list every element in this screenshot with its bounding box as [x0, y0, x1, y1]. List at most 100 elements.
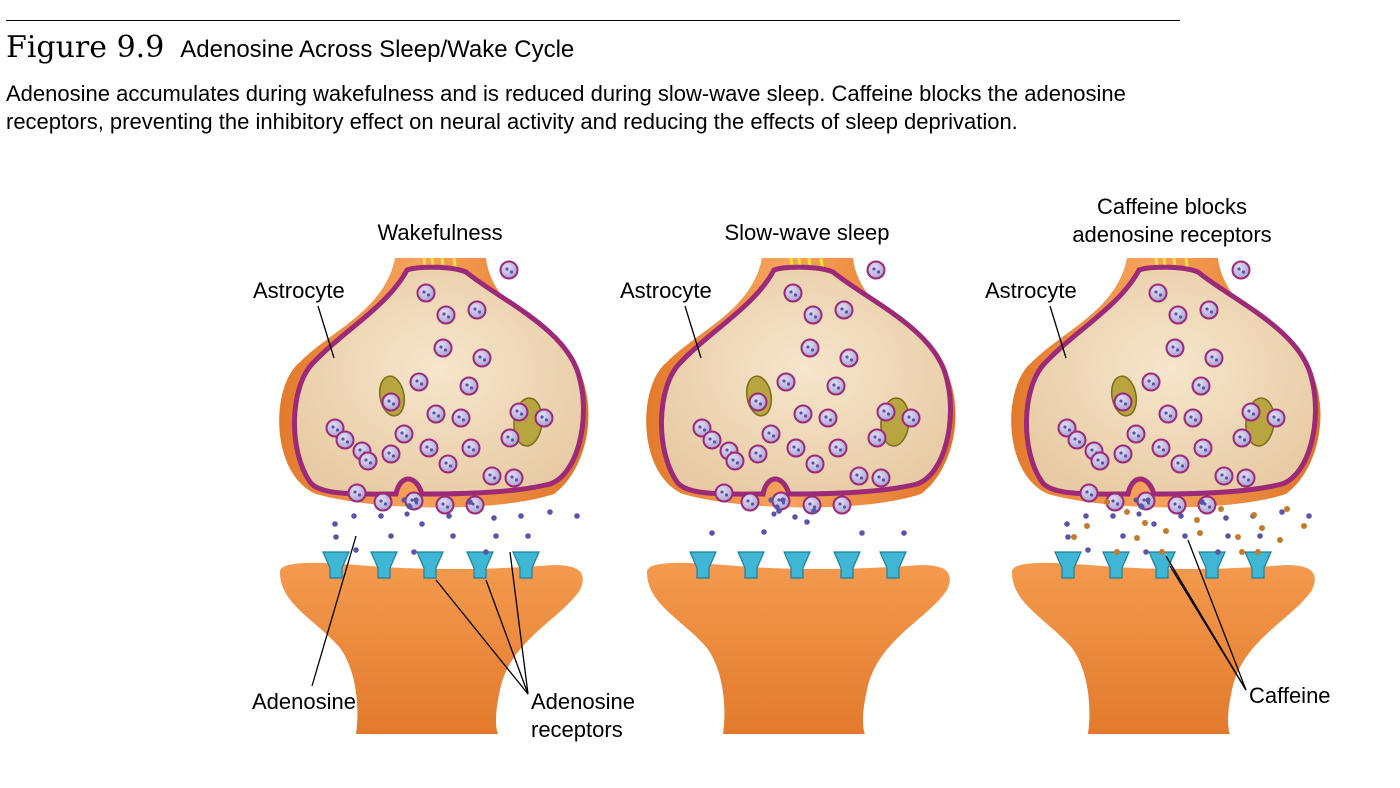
caffeine-molecule	[1114, 549, 1120, 555]
vesicle-content	[1242, 438, 1247, 442]
vesicle-content	[834, 445, 838, 449]
vesicle-content	[731, 458, 735, 462]
vesicle-content	[475, 505, 480, 509]
vesicle-content	[1115, 502, 1120, 506]
adenosine-label: Adenosine	[252, 689, 356, 714]
vesicle-content	[335, 428, 340, 432]
synaptic-vesicle	[1165, 338, 1185, 358]
synaptic-vesicle	[1158, 404, 1178, 424]
vesicle-content	[799, 411, 803, 415]
synaptic-vesicle	[504, 468, 524, 488]
caffeine-label: Caffeine	[1249, 683, 1331, 708]
synaptic-vesicle	[1167, 495, 1187, 515]
vesicle-content	[1237, 267, 1241, 271]
synaptic-vesicle	[832, 495, 852, 515]
adenosine-molecule	[811, 508, 817, 514]
vesicle-content	[1123, 454, 1128, 458]
vesicle-content	[832, 383, 836, 387]
vesicle-content	[1119, 451, 1123, 455]
adenosine-molecule	[859, 530, 865, 536]
vesicle-content	[432, 411, 436, 415]
adenosine-molecule	[332, 521, 338, 527]
vesicle-content	[813, 315, 818, 319]
vesicle-content	[544, 418, 549, 422]
vesicle-content	[364, 458, 368, 462]
synaptic-vesicle	[459, 376, 479, 396]
vesicle-content	[877, 438, 882, 442]
adenosine-molecule	[450, 533, 456, 539]
vesicle-content	[1177, 505, 1182, 509]
synaptic-vesicle	[849, 466, 869, 486]
vesicle-content	[415, 379, 419, 383]
vesicle-content	[422, 290, 426, 294]
vesicle-content	[1197, 383, 1201, 387]
vesicle-content	[702, 428, 707, 432]
receptors-leader-3	[509, 551, 529, 695]
synaptic-vesicle	[500, 428, 520, 448]
synaptic-vesicle	[839, 348, 859, 368]
synaptic-vesicle	[381, 392, 401, 412]
vesicle-content	[514, 478, 519, 482]
vesicle-content	[767, 431, 771, 435]
vesicle-content	[1147, 379, 1151, 383]
panel-heading: Caffeine blocks	[1097, 194, 1247, 219]
adenosine-molecule	[1257, 533, 1263, 539]
vesicle-content	[708, 437, 712, 441]
vesicle-content	[758, 402, 763, 406]
synaptic-vesicle	[381, 444, 401, 464]
synaptic-vesicle	[803, 305, 823, 325]
synaptic-vesicle	[740, 492, 760, 512]
adenosine-molecule	[491, 515, 497, 521]
synaptic-vesicle	[866, 260, 886, 280]
vesicle-content	[442, 312, 446, 316]
vesicle-content	[872, 267, 876, 271]
vesicle-content	[1189, 415, 1193, 419]
synaptic-vesicle	[433, 338, 453, 358]
adenosine-molecule	[709, 530, 715, 536]
synaptic-vesicle	[509, 402, 529, 422]
synaptic-vesicle	[472, 348, 492, 368]
vesicle-content	[698, 425, 702, 429]
vesicle-content	[436, 414, 441, 418]
synaptic-vesicle	[805, 454, 825, 474]
vesicle-content	[448, 464, 453, 468]
released-adenosine	[401, 497, 407, 503]
vesicle-content	[859, 476, 864, 480]
vesicle-content	[1136, 434, 1141, 438]
vesicle-content	[387, 451, 391, 455]
vesicle-content	[509, 270, 514, 274]
postsynaptic-neuron	[280, 562, 583, 734]
vesicle-content	[844, 310, 849, 314]
vesicle-content	[1178, 315, 1183, 319]
adenosine-receptor	[370, 551, 398, 579]
adenosine-molecule	[493, 533, 499, 539]
synaptic-vesicle	[1193, 438, 1213, 458]
vesicle-content	[358, 448, 362, 452]
vesicle-content	[1157, 445, 1161, 449]
vesicle-content	[796, 448, 801, 452]
vesicle-content	[1193, 418, 1198, 422]
caffeine-leader-2	[1169, 565, 1247, 691]
synaptic-vesicle	[1199, 300, 1219, 320]
adenosine-receptor	[1198, 551, 1226, 579]
adenosine-molecule	[333, 534, 339, 540]
adenosine-receptor	[466, 551, 494, 579]
vesicle-content	[419, 382, 424, 386]
vesicle-content	[510, 438, 515, 442]
synaptic-vesicle	[438, 454, 458, 474]
vesicle-content	[782, 379, 786, 383]
astrocyte-label: Astrocyte	[620, 278, 712, 303]
adenosine-molecule	[406, 503, 412, 509]
synaptic-vesicle	[1090, 451, 1110, 471]
synaptic-vesicle	[783, 283, 803, 303]
bound-caffeine	[1159, 549, 1165, 555]
vesicle-content	[806, 345, 810, 349]
released-adenosine	[413, 497, 419, 503]
vesicle-content	[1164, 411, 1168, 415]
synaptic-vesicle	[786, 438, 806, 458]
vesicle-content	[1251, 412, 1256, 416]
vesicle-content	[1180, 464, 1185, 468]
vesicle-content	[443, 348, 448, 352]
